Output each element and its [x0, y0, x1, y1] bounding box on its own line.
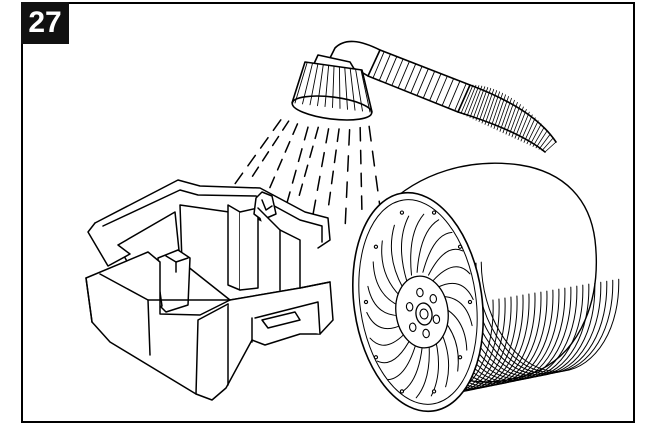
water-spray [234, 119, 382, 225]
evaporator-drum [352, 162, 620, 413]
hose-grip-ridges [372, 51, 467, 111]
drum-hub-holes [363, 210, 473, 394]
shower-head [291, 54, 373, 121]
water-tray [85, 179, 334, 401]
hose-ribs [457, 84, 557, 153]
shower-head-ridges [294, 62, 371, 113]
step-number-badge: 27 [21, 2, 69, 44]
